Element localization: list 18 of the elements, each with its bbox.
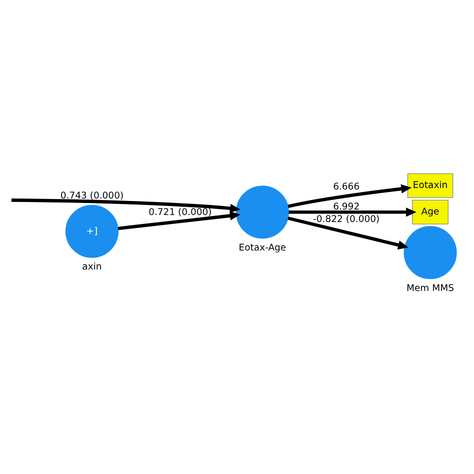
arrow [288, 208, 416, 217]
arrow [11, 198, 241, 220]
node-circle: +] [65, 204, 118, 258]
node-circle [236, 186, 289, 239]
node-box: Age [412, 200, 448, 224]
edge-label: -0.822 (0.000) [313, 214, 380, 226]
arrow [288, 216, 409, 250]
arrow [118, 204, 241, 230]
node-circle [404, 226, 457, 280]
edge-label: 6.992 [333, 202, 360, 213]
edge-label: 0.743 (0.000) [60, 190, 124, 202]
arrow [288, 184, 412, 208]
node-label: Mem MMS [406, 282, 454, 294]
node-label: axin [82, 262, 102, 273]
node-box: Eotaxin [407, 173, 454, 198]
node-label: Eotax-Age [238, 242, 286, 254]
edge-label: 0.721 (0.000) [148, 206, 212, 218]
edge-label: 6.666 [333, 182, 360, 193]
